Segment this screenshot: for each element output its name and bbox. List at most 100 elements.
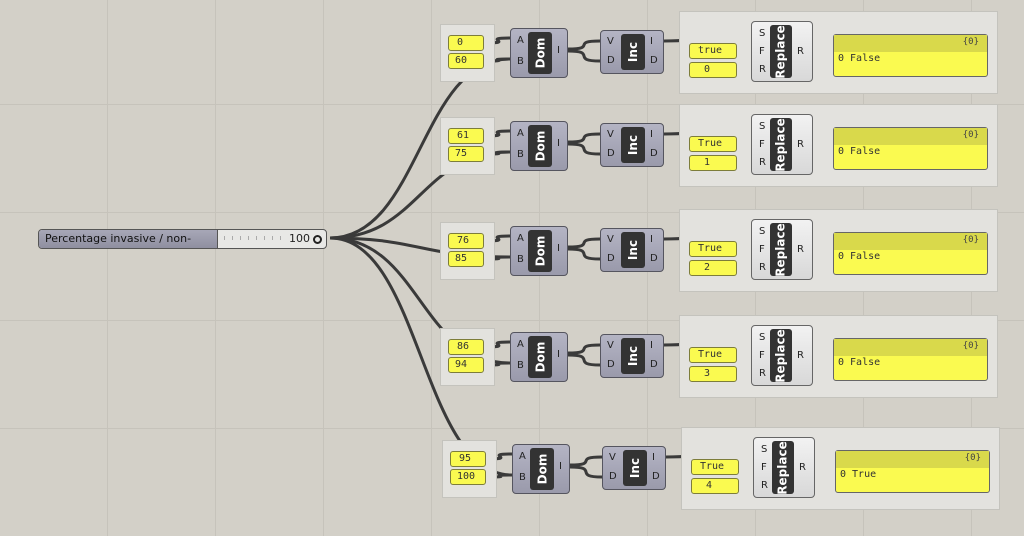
inc-component[interactable]: V D Inc I D: [600, 228, 664, 272]
inc-component[interactable]: V D Inc I D: [600, 30, 664, 74]
port-v[interactable]: V: [607, 36, 614, 47]
flag-panel[interactable]: True: [689, 347, 737, 363]
port-i-out[interactable]: I: [650, 234, 653, 245]
port-i-out[interactable]: I: [650, 36, 653, 47]
domain-start-panel[interactable]: 0: [448, 35, 484, 51]
port-d-out[interactable]: D: [650, 253, 658, 264]
port-a[interactable]: A: [519, 451, 526, 462]
domain-end-panel[interactable]: 94: [448, 357, 484, 373]
replace-component[interactable]: S F R Replace R: [751, 114, 813, 175]
percentage-slider[interactable]: Percentage invasive / non-invasive 100: [38, 229, 327, 249]
port-f[interactable]: F: [759, 46, 765, 57]
port-i[interactable]: I: [559, 461, 562, 472]
dom-component[interactable]: A B Dom I: [510, 332, 568, 382]
index-panel[interactable]: 0: [689, 62, 737, 78]
port-r[interactable]: R: [759, 368, 766, 379]
port-v[interactable]: V: [607, 234, 614, 245]
flag-panel[interactable]: True: [691, 459, 739, 475]
port-d-out[interactable]: D: [650, 359, 658, 370]
inc-component[interactable]: V D Inc I D: [600, 123, 664, 167]
port-r-out[interactable]: R: [797, 244, 804, 255]
output-panel[interactable]: {0} 0 True: [835, 450, 990, 493]
index-panel[interactable]: 2: [689, 260, 737, 276]
replace-label: Replace: [774, 328, 788, 383]
port-f[interactable]: F: [759, 139, 765, 150]
flag-panel[interactable]: True: [689, 241, 737, 257]
port-r-out[interactable]: R: [799, 462, 806, 473]
port-f[interactable]: F: [759, 244, 765, 255]
port-d-out[interactable]: D: [650, 148, 658, 159]
port-r[interactable]: R: [759, 262, 766, 273]
port-s[interactable]: S: [759, 226, 766, 237]
domain-end-panel[interactable]: 85: [448, 251, 484, 267]
port-a[interactable]: A: [517, 233, 524, 244]
port-i[interactable]: I: [557, 45, 560, 56]
port-i-out[interactable]: I: [650, 340, 653, 351]
port-i-out[interactable]: I: [652, 452, 655, 463]
port-r-out[interactable]: R: [797, 139, 804, 150]
output-panel[interactable]: {0} 0 False: [833, 127, 988, 170]
port-d[interactable]: D: [609, 471, 617, 482]
domain-start-panel[interactable]: 95: [450, 451, 486, 467]
dom-component[interactable]: A B Dom I: [512, 444, 570, 494]
port-r-out[interactable]: R: [797, 46, 804, 57]
port-r[interactable]: R: [759, 64, 766, 75]
slider-track[interactable]: 100: [218, 230, 326, 248]
port-i-out[interactable]: I: [650, 129, 653, 140]
replace-component[interactable]: S F R Replace R: [751, 21, 813, 82]
port-b[interactable]: B: [517, 254, 524, 265]
port-s[interactable]: S: [761, 444, 768, 455]
replace-label: Replace: [776, 440, 790, 495]
port-s[interactable]: S: [759, 332, 766, 343]
port-d[interactable]: D: [607, 359, 615, 370]
index-panel[interactable]: 4: [691, 478, 739, 494]
port-d[interactable]: D: [607, 148, 615, 159]
inc-component[interactable]: V D Inc I D: [600, 334, 664, 378]
dom-component[interactable]: A B Dom I: [510, 28, 568, 78]
port-v[interactable]: V: [607, 340, 614, 351]
port-d-out[interactable]: D: [652, 471, 660, 482]
domain-start-panel[interactable]: 61: [448, 128, 484, 144]
port-s[interactable]: S: [759, 28, 766, 39]
port-b[interactable]: B: [519, 472, 526, 483]
domain-end-panel[interactable]: 75: [448, 146, 484, 162]
domain-end-panel[interactable]: 60: [448, 53, 484, 69]
flag-panel[interactable]: true: [689, 43, 737, 59]
output-panel[interactable]: {0} 0 False: [833, 34, 988, 77]
slider-output-grip[interactable]: [313, 235, 322, 244]
inc-component[interactable]: V D Inc I D: [602, 446, 666, 490]
port-v[interactable]: V: [609, 452, 616, 463]
port-b[interactable]: B: [517, 360, 524, 371]
flag-panel[interactable]: True: [689, 136, 737, 152]
port-d[interactable]: D: [607, 253, 615, 264]
replace-component[interactable]: S F R Replace R: [751, 325, 813, 386]
port-s[interactable]: S: [759, 121, 766, 132]
domain-start-panel[interactable]: 86: [448, 339, 484, 355]
port-r[interactable]: R: [761, 480, 768, 491]
port-a[interactable]: A: [517, 35, 524, 46]
dom-component[interactable]: A B Dom I: [510, 121, 568, 171]
output-panel[interactable]: {0} 0 False: [833, 338, 988, 381]
port-f[interactable]: F: [761, 462, 767, 473]
index-panel[interactable]: 3: [689, 366, 737, 382]
port-a[interactable]: A: [517, 128, 524, 139]
port-b[interactable]: B: [517, 56, 524, 67]
port-r-out[interactable]: R: [797, 350, 804, 361]
domain-start-panel[interactable]: 76: [448, 233, 484, 249]
output-panel[interactable]: {0} 0 False: [833, 232, 988, 275]
port-d-out[interactable]: D: [650, 55, 658, 66]
port-f[interactable]: F: [759, 350, 765, 361]
index-panel[interactable]: 1: [689, 155, 737, 171]
port-a[interactable]: A: [517, 339, 524, 350]
port-b[interactable]: B: [517, 149, 524, 160]
port-r[interactable]: R: [759, 157, 766, 168]
port-i[interactable]: I: [557, 138, 560, 149]
replace-component[interactable]: S F R Replace R: [753, 437, 815, 498]
port-v[interactable]: V: [607, 129, 614, 140]
port-i[interactable]: I: [557, 243, 560, 254]
dom-component[interactable]: A B Dom I: [510, 226, 568, 276]
domain-end-panel[interactable]: 100: [450, 469, 486, 485]
port-d[interactable]: D: [607, 55, 615, 66]
port-i[interactable]: I: [557, 349, 560, 360]
replace-component[interactable]: S F R Replace R: [751, 219, 813, 280]
